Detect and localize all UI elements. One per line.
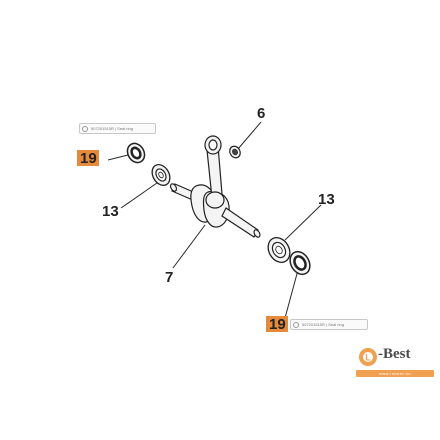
callout-19-bottom[interactable]: 19 [269,316,286,333]
info-icon [293,321,299,328]
part-tag-top[interactable]: 507201515R | Seal ring [79,123,156,134]
callout-6: 6 [257,105,266,122]
bearing-left [151,164,171,186]
leader-19-top [107,154,129,161]
brand-logo: L -Best www.lobest.hu [356,346,436,381]
leader-13-right [284,204,322,241]
leader-7 [172,224,206,269]
leader-6 [237,121,262,150]
brand-logo-domain: www.lobest.hu [356,370,434,377]
part-tag-top-text: 507201515R | Seal ring [91,126,133,131]
leader-19-bottom [284,269,299,319]
highlight-19-bottom [266,316,288,332]
needle-bearing [229,145,241,159]
callout-13-left: 13 [102,203,119,220]
info-icon [82,125,88,132]
brand-logo-mark: L [359,348,377,366]
part-tag-bottom-text: 507201515R | Seal ring [302,322,344,327]
seal-ring-bottom [289,250,311,276]
callout-7: 7 [165,269,174,286]
crankshaft [169,135,261,238]
brand-logo-text: -Best [378,346,411,362]
bearing-right [267,237,291,263]
seal-ring-top [126,142,146,164]
callout-13-right: 13 [318,191,335,208]
callout-19-top[interactable]: 19 [80,150,97,167]
leader-13-left [120,182,158,209]
part-tag-bottom[interactable]: 507201515R | Seal ring [290,319,368,330]
highlight-19-top [77,150,99,166]
brand-logo-letter: L [365,353,371,363]
